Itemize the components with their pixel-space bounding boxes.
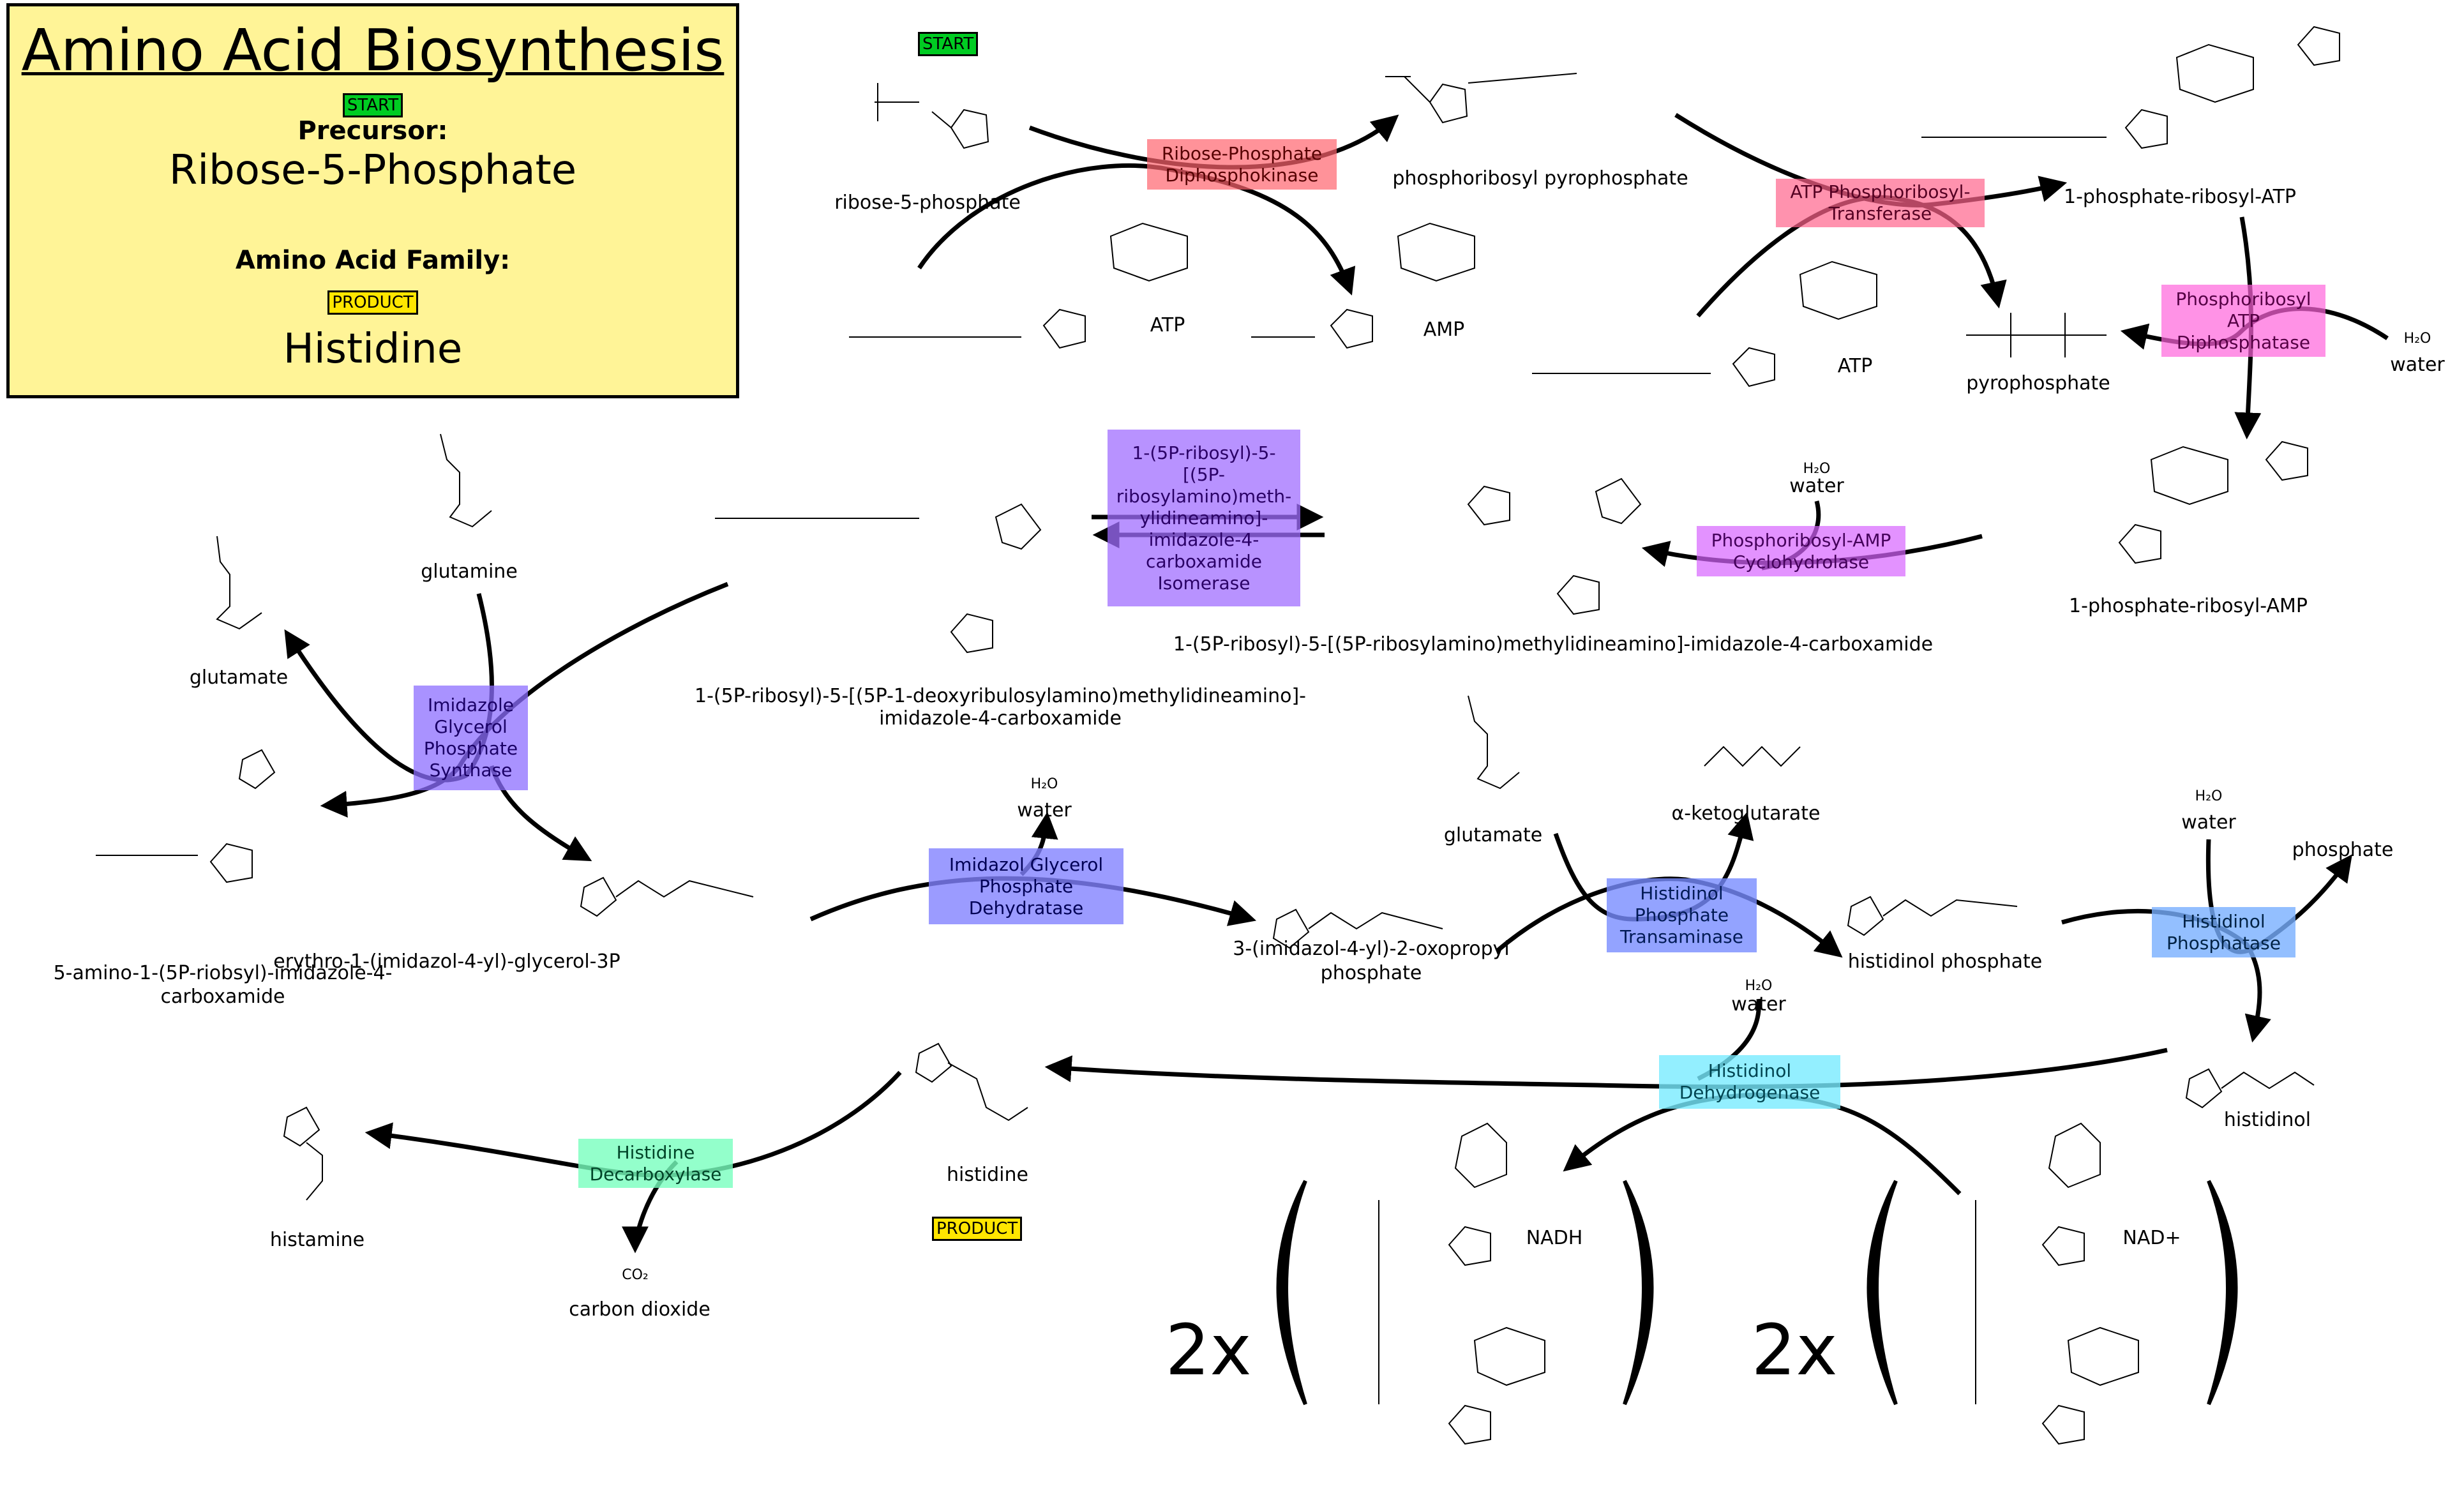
structure-amp — [1251, 222, 1475, 349]
label-pr-amp: 1-phosphate-ribosyl-AMP — [2069, 595, 2308, 617]
structure-iap — [1272, 908, 1443, 949]
structure-nadh — [1378, 1122, 1545, 1445]
label-histidinol: histidinol — [2223, 1109, 2311, 1131]
multiplier-nadh: 2x — [1165, 1309, 1252, 1391]
enzyme-histidinol-dehydrogenase: Histidinol Dehydrogenase — [1659, 1055, 1840, 1109]
formula-water-5: H₂O — [1745, 978, 1773, 994]
label-ribose-5-phosphate: ribose-5-phosphate — [834, 191, 1021, 214]
label-water-5: water — [1731, 993, 1786, 1016]
start-marker: START — [918, 32, 979, 56]
label-prpp: phosphoribosyl pyrophosphate — [1392, 167, 1688, 190]
enzyme-ribose-phosphate-diphosphokinase: Ribose-Phosphate Diphosphokinase — [1147, 139, 1337, 190]
structure-ribose-5-phosphate — [875, 83, 989, 149]
product-marker: PRODUCT — [932, 1217, 1023, 1241]
structure-histidinol — [2185, 1068, 2315, 1109]
enzyme-profar-isomerase: 1-(5P-ribosyl)-5- [(5P- ribosylamino)met… — [1108, 430, 1300, 606]
structure-pr-amp — [2118, 440, 2308, 564]
structure-nad — [1975, 1122, 2139, 1445]
label-amp: AMP — [1423, 319, 1465, 341]
title-card: Amino Acid Biosynthesis START Precursor:… — [6, 3, 739, 398]
right-paren-nad — [2207, 1180, 2238, 1406]
enzyme-phosphoribosyl-amp-cyclohydrolase: Phosphoribosyl-AMP Cyclohydrolase — [1697, 526, 1905, 576]
label-histidinol-phosphate: histidinol phosphate — [1847, 950, 2043, 973]
product-tag: PRODUCT — [327, 290, 418, 315]
label-iap-line2: phosphate — [1320, 962, 1422, 984]
label-prfar-line2: imidazole-4-carboxamide — [879, 707, 1122, 730]
start-tag: START — [342, 93, 403, 117]
structure-glutamate-2 — [1468, 695, 1520, 790]
structure-profar — [1467, 477, 1642, 615]
label-glutamate-1: glutamate — [189, 666, 289, 689]
structure-pr-atp — [1921, 26, 2340, 149]
structure-prpp — [1385, 73, 1577, 124]
enzyme-histidinol-phosphate-transaminase: Histidinol Phosphate Transaminase — [1607, 878, 1757, 952]
structure-atp-1 — [849, 222, 1188, 349]
family-heading: Amino Acid Family: — [235, 246, 511, 275]
formula-water-3: H₂O — [1030, 776, 1058, 792]
left-paren-nadh — [1276, 1180, 1307, 1406]
multiplier-nad: 2x — [1751, 1309, 1838, 1391]
structure-atp-2 — [1532, 260, 1877, 387]
structure-histidine — [915, 1042, 1028, 1122]
structure-aicar — [96, 749, 276, 883]
label-prfar-line1: 1-(5P-ribosyl)-5-[(5P-1-deoxyribulosylam… — [694, 685, 1307, 707]
label-aicar-line2: carboxamide — [160, 986, 285, 1008]
left-paren-nad — [1867, 1180, 1898, 1406]
structure-histamine — [283, 1106, 323, 1201]
label-atp-2: ATP — [1837, 355, 1873, 377]
enzyme-phosphoribosyl-atp-diphosphatase: Phosphoribosyl ATP Diphosphatase — [2161, 285, 2325, 357]
label-water-4: water — [2181, 811, 2236, 834]
label-nadh: NADH — [1526, 1227, 1583, 1249]
enzyme-histidinol-phosphatase: Histidinol Phosphatase — [2152, 907, 2295, 957]
label-water-2: water — [1789, 475, 1844, 497]
structure-glutamine — [440, 433, 492, 528]
structure-glutamate-1 — [216, 536, 262, 630]
structure-pyrophosphate — [1966, 313, 2107, 357]
label-atp-1: ATP — [1150, 314, 1185, 336]
structure-igp — [580, 876, 754, 917]
right-paren-nadh — [1623, 1180, 1654, 1406]
label-glutamate-2: glutamate — [1443, 824, 1543, 846]
formula-water-2: H₂O — [1803, 461, 1831, 477]
label-phosphate: phosphate — [2292, 839, 2394, 861]
enzyme-atp-phosphoribosyltransferase: ATP Phosphoribosyl- Transferase — [1776, 179, 1985, 227]
family-value: Histidine — [283, 326, 463, 373]
structure-akg — [1704, 746, 1801, 767]
structure-histidinol-phosphate — [1847, 896, 2018, 936]
enzyme-imidazole-glycerol-phosphate-synthase: Imidazole Glycerol Phosphate Synthase — [414, 686, 528, 790]
label-profar: 1-(5P-ribosyl)-5-[(5P-ribosylamino)methy… — [1173, 633, 1934, 656]
label-glutamine: glutamine — [421, 560, 518, 583]
label-water-1: water — [2390, 354, 2445, 376]
label-pr-atp: 1-phosphate-ribosyl-ATP — [2064, 186, 2296, 208]
label-pyrophosphate: pyrophosphate — [1966, 372, 2110, 394]
precursor-value: Ribose-5-Phosphate — [169, 147, 577, 194]
structure-prfar — [715, 503, 1042, 654]
arrow-histidinol-to-histidine — [1044, 1047, 2168, 1090]
formula-water-4: H₂O — [2195, 788, 2223, 804]
enzyme-histidine-decarboxylase: Histidine Decarboxylase — [578, 1139, 733, 1188]
label-co2: carbon dioxide — [569, 1298, 710, 1321]
precursor-heading: Precursor: — [297, 116, 448, 146]
label-histidine: histidine — [947, 1164, 1028, 1186]
label-iap-line1: 3-(imidazol-4-yl)-2-oxopropyl — [1233, 938, 1510, 960]
label-aicar-line1: 5-amino-1-(5P-riobsyl)-imidazole-4- — [53, 962, 393, 984]
diagram-title: Amino Acid Biosynthesis — [21, 17, 725, 84]
formula-co2: CO₂ — [622, 1267, 649, 1283]
label-igp: erythro-1-(imidazol-4-yl)-glycerol-3P — [273, 950, 620, 973]
formula-water-1: H₂O — [2403, 331, 2431, 347]
enzyme-igp-dehydratase: Imidazol Glycerol Phosphate Dehydratase — [929, 848, 1123, 924]
label-nad: NAD+ — [2122, 1227, 2181, 1249]
label-histamine: histamine — [269, 1229, 365, 1251]
label-water-3: water — [1017, 799, 1072, 822]
label-akg: α-ketoglutarate — [1671, 802, 1821, 825]
